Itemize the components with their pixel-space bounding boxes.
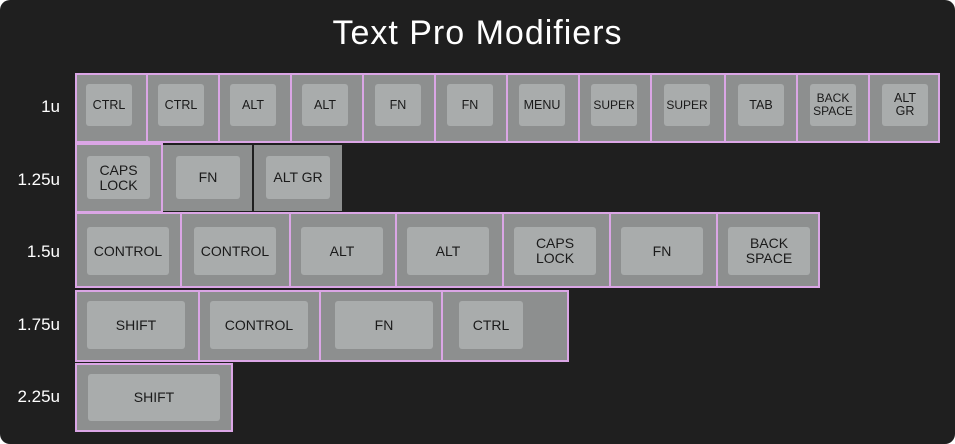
keycap-legend: CTRL [158,84,204,126]
keycap-1u-fn: FN [362,73,436,143]
keycap-1u-super: SUPER [578,73,652,143]
keycap-legend: ALT GR [266,156,330,199]
keycap-legend: CTRL [459,301,523,349]
row-label-2-25u: 2.25u [17,387,60,406]
keycap-1u-alt: ALT [218,73,292,143]
keycap-1u-menu: MENU [506,73,580,143]
keycap-1-75u-fn: FN [319,290,443,362]
keycap-legend: BACK SPACE [810,84,856,126]
keycap-1-75u-ctrl: CTRL [441,290,569,362]
row-label-1u: 1u [41,97,60,116]
keycap-legend: ALT [301,227,383,275]
keycap-1-5u-alt: ALT [395,212,504,288]
keycap-1-25u-caps-lock: CAPS LOCK [75,143,163,213]
keycap-legend: FN [447,84,493,126]
row-label-1-5u: 1.5u [26,242,60,261]
keycap-1-5u-fn: FN [609,212,718,288]
keycap-1-5u-alt: ALT [289,212,397,288]
keycap-legend: CAPS LOCK [87,156,150,199]
keycap-legend: CAPS LOCK [514,227,596,275]
keycap-legend: CONTROL [194,227,276,275]
keycap-legend: CTRL [86,84,132,126]
keycap-legend: MENU [519,84,565,126]
keycap-legend: SHIFT [88,374,220,421]
keycap-1u-ctrl: CTRL [146,73,220,143]
keycap-1u-ctrl: CTRL [75,73,148,143]
keycap-legend: ALT [230,84,276,126]
keycap-1u-super: SUPER [650,73,726,143]
page-title: Text Pro Modifiers [332,14,623,52]
keycap-1-25u-fn: FN [163,145,252,211]
keycap-legend: ALT GR [882,84,928,126]
keycap-1u-alt-gr: ALT GR [868,73,940,143]
keycap-1-5u-caps-lock: CAPS LOCK [502,212,611,288]
keycap-1-75u-shift: SHIFT [75,290,200,362]
keycap-legend: ALT [302,84,348,126]
keycap-1u-fn: FN [434,73,508,143]
keycap-legend: FN [335,301,433,349]
keycap-1-5u-backspace: BACK SPACE [716,212,820,288]
row-label-1-75u: 1.75u [17,315,60,334]
keycap-legend: TAB [738,84,784,126]
keycap-1-5u-control: CONTROL [180,212,291,288]
keycap-legend: SHIFT [87,301,185,349]
keycap-1u-backspace: BACK SPACE [796,73,870,143]
keycap-1-75u-control: CONTROL [198,290,321,362]
keycap-legend: SUPER [664,84,710,126]
row-label-1-25u: 1.25u [17,170,60,189]
keycap-1-5u-control: CONTROL [75,212,182,288]
keycap-1u-alt: ALT [290,73,364,143]
keycap-2-25u-shift: SHIFT [75,363,233,432]
keycap-legend: FN [176,156,240,199]
keycap-1-25u-alt-gr: ALT GR [254,145,342,211]
keycap-legend: BACK SPACE [728,227,810,275]
keycap-legend: CONTROL [87,227,169,275]
keycap-legend: ALT [407,227,489,275]
keycap-legend: SUPER [591,84,637,126]
keycap-legend: CONTROL [210,301,308,349]
keycap-legend: FN [621,227,703,275]
keycap-legend: FN [375,84,421,126]
keycap-1u-tab: TAB [724,73,798,143]
